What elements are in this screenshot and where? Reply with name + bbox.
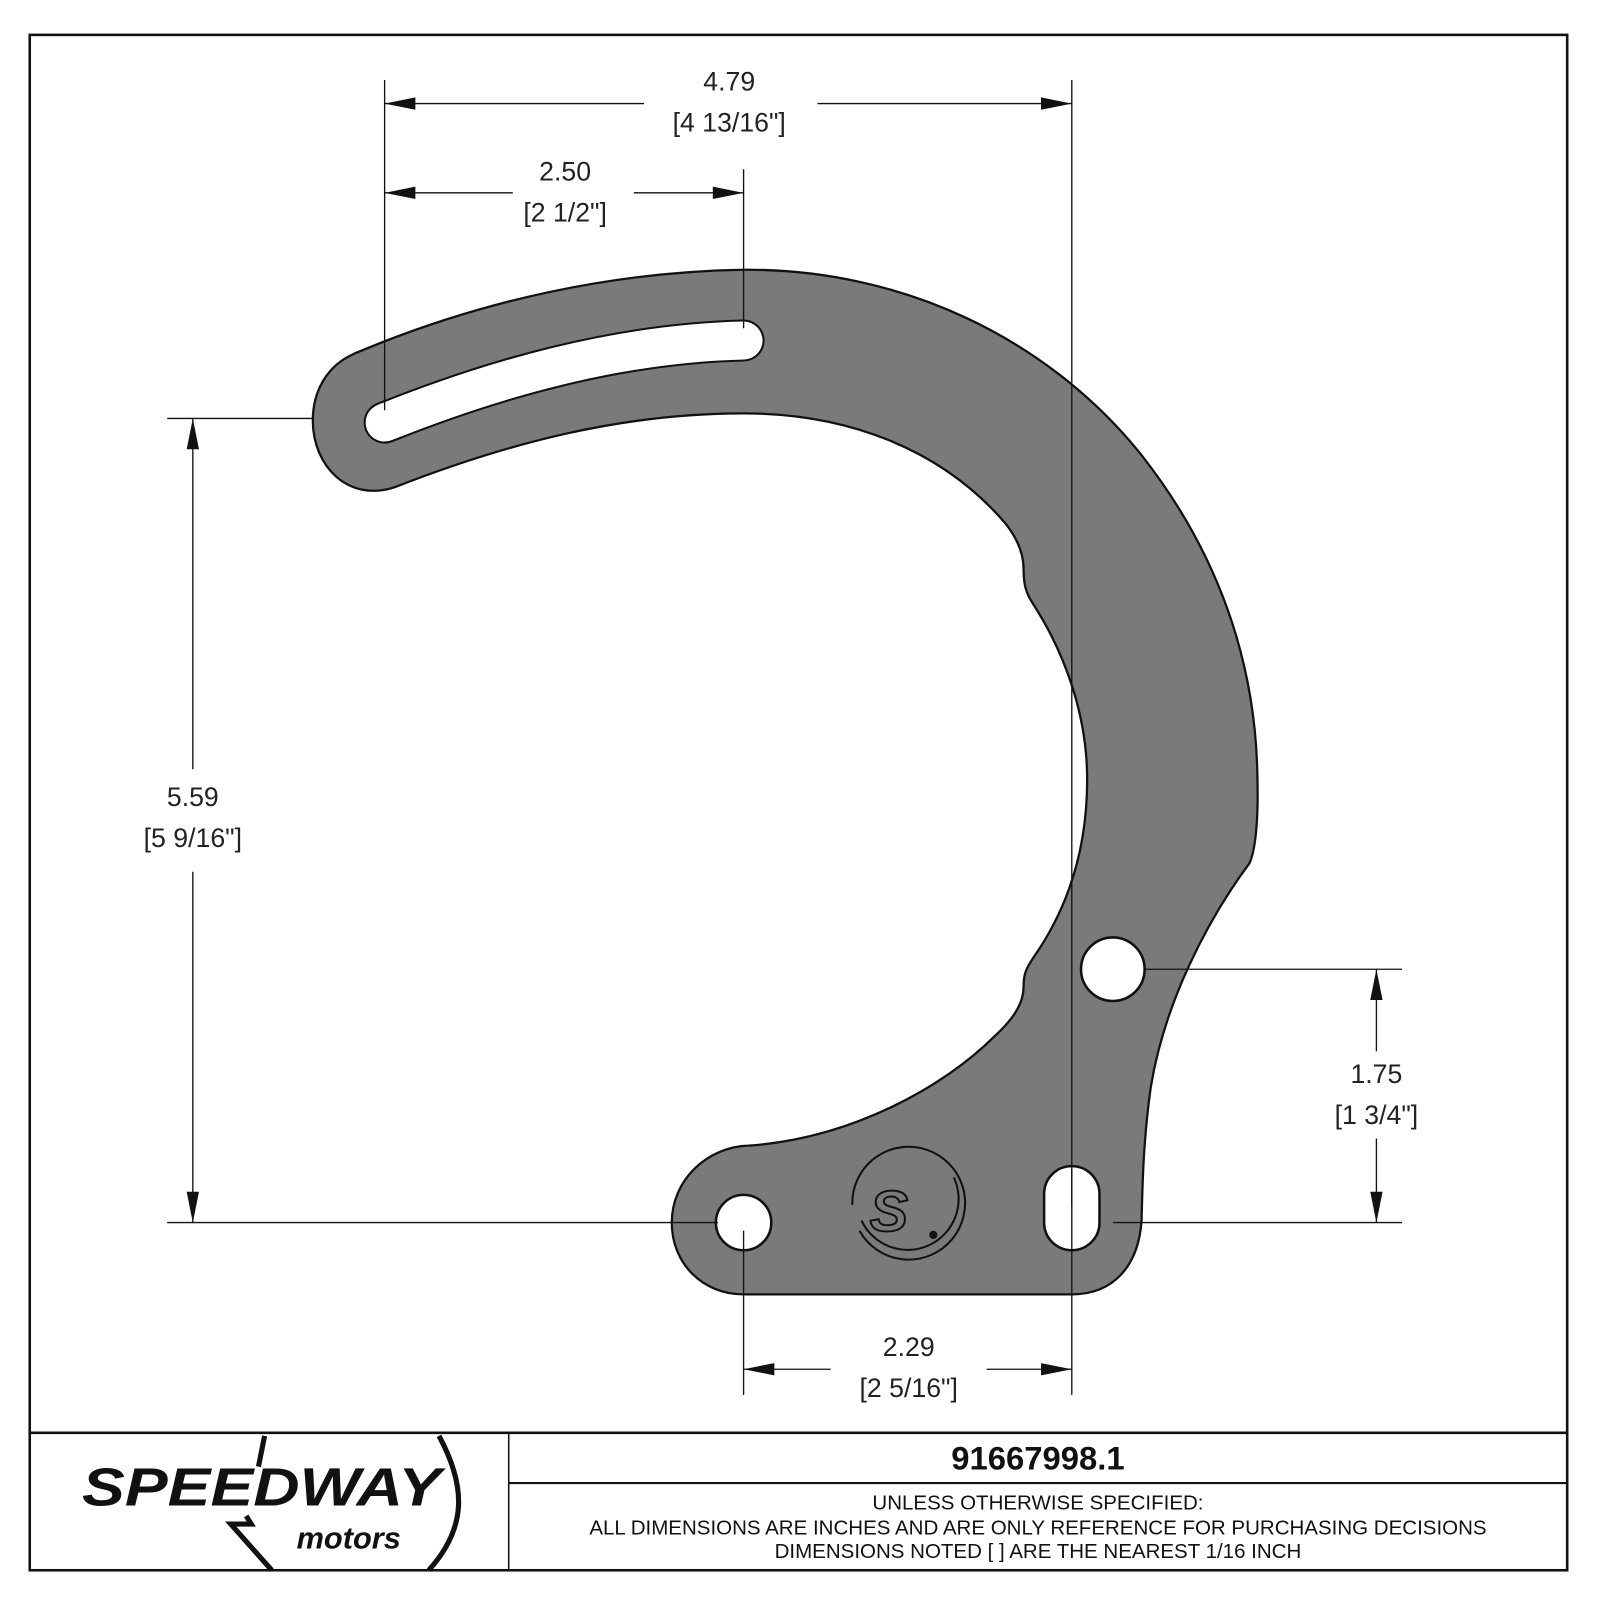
bracket-outline (311, 268, 1259, 1296)
speedway-motors-logo: SPEEDWAY motors (82, 1434, 462, 1572)
dim-slot-fraction: [2 1/2"] (523, 198, 607, 228)
note-line-3: DIMENSIONS NOTED [ ] ARE THE NEAREST 1/1… (775, 1540, 1302, 1563)
note-line-2: ALL DIMENSIONS ARE INCHES AND ARE ONLY R… (589, 1516, 1486, 1539)
note-line-1: UNLESS OTHERWISE SPECIFIED: (872, 1492, 1203, 1515)
svg-text:S: S (870, 1180, 908, 1244)
dim-hole-vertical-decimal: 1.75 (1350, 1059, 1402, 1089)
part-number: 91667998.1 (951, 1440, 1124, 1477)
s-emblem-icon: S (851, 1145, 967, 1261)
svg-text:motors: motors (297, 1521, 401, 1556)
dimension-labels: 4.79 [4 13/16"] 2.50 [2 1/2"] 5.59 [5 9/… (144, 66, 1419, 1403)
sheet-border (28, 33, 1569, 1572)
dimension-arrows (186, 97, 1383, 1376)
dim-height-fraction: [5 9/16"] (144, 823, 242, 853)
dim-hole-vertical-fraction: [1 3/4"] (1335, 1100, 1419, 1130)
bracket-part: S (311, 268, 1259, 1296)
dim-spacing-decimal: 2.29 (883, 1332, 935, 1362)
dim-slot-decimal: 2.50 (539, 157, 591, 187)
dimension-lines (167, 80, 1403, 1395)
dim-width-decimal: 4.79 (703, 66, 755, 96)
svg-text:SPEEDWAY: SPEEDWAY (82, 1459, 446, 1518)
dim-width-fraction: [4 13/16"] (673, 107, 786, 137)
mounting-hole-upper (1079, 936, 1146, 1003)
title-block: 91667998.1 UNLESS OTHERWISE SPECIFIED: A… (29, 1431, 1568, 1572)
dim-height-decimal: 5.59 (167, 782, 219, 812)
dim-spacing-fraction: [2 5/16"] (860, 1373, 958, 1403)
